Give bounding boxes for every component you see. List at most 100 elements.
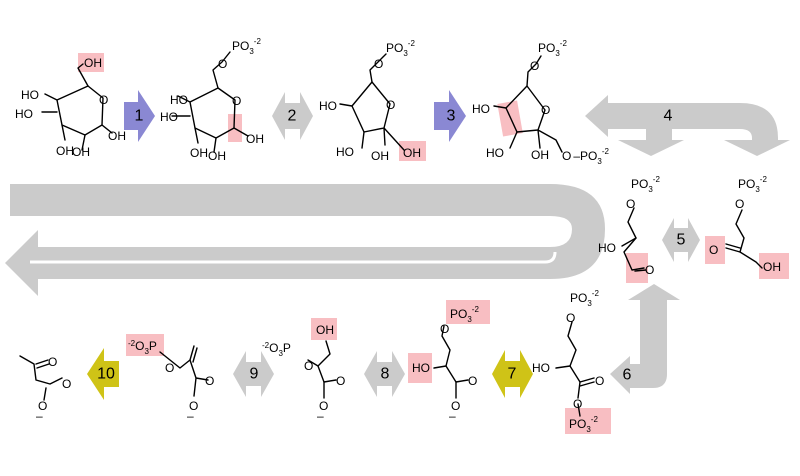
glucose-ring-o: O — [99, 93, 108, 107]
f16bp-link-o-top: O — [530, 59, 539, 73]
step-9-label: 9 — [250, 366, 259, 383]
pyruvate-carboxylate-o: O — [38, 399, 47, 413]
molecule-glyceraldehyde-3-phosphate: PO3-2 O HO O — [598, 175, 660, 283]
pep-o3p: -2O3P — [128, 339, 157, 356]
step-9-arrow: 9 — [233, 351, 274, 397]
molecule-glucose-6-phosphate: PO3-2 O O HO HO OH OH OH — [160, 37, 264, 163]
step-10-arrow-shape — [87, 348, 119, 400]
glucose-oh-1: OH — [108, 129, 126, 143]
f6p-ho-3: HO — [336, 145, 354, 159]
u-turn-arrow-shape — [5, 184, 605, 296]
molecule-fructose-bisphosphate: PO3-2 O O HO HO OH O–PO3-2 — [472, 39, 609, 166]
gap-ho: HO — [598, 241, 616, 255]
molecule-phosphoenolpyruvate: -2O3P O O O – — [126, 334, 214, 423]
pg3-phosphate-highlight — [446, 300, 490, 324]
pg3-minus: – — [449, 409, 456, 423]
step-1-label: 1 — [135, 108, 144, 125]
u-turn-arrow-stripe — [30, 251, 557, 264]
g6p-ring-o: O — [232, 94, 241, 108]
step-5-arrow: 5 — [662, 218, 700, 262]
bpg-ester-o: O — [573, 397, 582, 411]
molecule-1-3-bisphosphoglycerate: PO3-2 O HO O O PO3-2 — [532, 289, 611, 434]
pg2-oh-highlight — [311, 318, 337, 340]
glucose-oh-2a: OH — [56, 144, 74, 158]
molecule-3-phosphoglycerate: PO3-2 O HO O O – — [408, 300, 490, 423]
bpg-phosphate-highlight — [565, 408, 611, 434]
f6p-ring-o: O — [386, 98, 395, 112]
gap-aldehyde-o: O — [645, 263, 654, 277]
step-1-arrow-shape — [124, 90, 155, 142]
dhap-oh-highlight — [759, 253, 789, 279]
step-7-label: 7 — [508, 366, 517, 383]
molecule-pyruvate: O O O – — [19, 355, 71, 423]
f6p-oh-2: OH — [371, 149, 389, 163]
glucose-oh-6: OH — [84, 56, 102, 70]
g6p-oh-2: OH — [208, 149, 226, 163]
pyruvate-o: O — [62, 377, 71, 391]
f16bp-po3-bottom: O–PO3-2 — [562, 147, 609, 166]
glucose-oh-2: OH — [72, 145, 90, 159]
step-4-arrow-shape — [585, 95, 790, 156]
pg3-ho-highlight — [408, 353, 432, 383]
pep-minus: – — [187, 409, 194, 423]
pg2-oh: OH — [316, 323, 334, 337]
pep-link-o: O — [165, 361, 174, 375]
glucose-ho-4: HO — [21, 88, 39, 102]
pep-carboxylate-o: O — [189, 399, 198, 413]
f6p-link-o: O — [374, 57, 383, 71]
bpg-po3-top: PO3-2 — [570, 289, 599, 308]
dhap-link-o: O — [735, 197, 744, 211]
f16bp-po3-top: PO3-2 — [538, 39, 567, 58]
pathway-return-arrow — [5, 184, 605, 296]
molecule-fructose-6-phosphate: PO3-2 O O HO HO OH OH — [319, 39, 426, 163]
f16bp-ho-4: HO — [472, 102, 490, 116]
pyruvate-carbonyl-o: O — [48, 355, 57, 369]
dhap-ketone-highlight — [705, 236, 725, 264]
pep-carbonyl-o: O — [205, 374, 214, 388]
step-1-arrow: 1 — [124, 90, 155, 142]
molecule-2-phosphoglycerate: OH -2O3P O O O – — [262, 318, 345, 423]
step-2-arrow-shape — [272, 92, 313, 140]
gap-link-o: O — [626, 197, 635, 211]
glucose-ho-3: HO — [15, 107, 33, 121]
g6p-oh-1: OH — [246, 132, 264, 146]
step-6-label: 6 — [623, 367, 632, 384]
step-2-label: 2 — [288, 108, 297, 125]
gap-po3: PO3-2 — [631, 175, 660, 194]
step-7-arrow: 7 — [492, 350, 533, 398]
pg3-carboxylate-o: O — [451, 399, 460, 413]
step-4-arrow: 4 — [585, 95, 790, 156]
pg3-link-o: O — [440, 322, 449, 336]
f6p-oh-highlight — [399, 141, 426, 161]
bpg-carbonyl-o: O — [595, 374, 604, 388]
f6p-po3: PO3-2 — [386, 39, 415, 58]
pyruvate-minus: – — [36, 409, 43, 423]
step-8-arrow: 8 — [364, 351, 405, 397]
pg3-carbonyl-o: O — [468, 374, 477, 388]
pg3-po3: PO3-2 — [450, 305, 479, 324]
step-6-arrow-shape — [610, 284, 680, 394]
bpg-link-o: O — [566, 311, 575, 325]
dhap-po3: PO3-2 — [738, 175, 767, 194]
pg2-link-o: O — [304, 359, 313, 373]
pg2-carbonyl-o: O — [336, 374, 345, 388]
step-5-label: 5 — [677, 232, 686, 249]
f6p-oh-1: OH — [403, 146, 421, 160]
step-2-arrow: 2 — [272, 92, 313, 140]
f6p-ho-4: HO — [319, 99, 337, 113]
step-8-arrow-shape — [364, 351, 405, 397]
step-3-arrow-shape — [434, 90, 466, 142]
bpg-ho: HO — [532, 361, 550, 375]
dhap-ketone-o: O — [709, 243, 718, 257]
gap-aldehyde-highlight — [626, 253, 648, 283]
f16bp-ring-o: O — [541, 103, 550, 117]
step-3-label: 3 — [447, 108, 456, 125]
step-10-label: 10 — [97, 366, 115, 383]
step-10-arrow: 10 — [87, 348, 119, 400]
g6p-ho-4: HO — [170, 93, 188, 107]
pg2-minus: – — [317, 409, 324, 423]
step-8-label: 8 — [381, 366, 390, 383]
pg2-o3p: -2O3P — [262, 341, 291, 358]
glucose-oh-highlight — [78, 53, 104, 72]
